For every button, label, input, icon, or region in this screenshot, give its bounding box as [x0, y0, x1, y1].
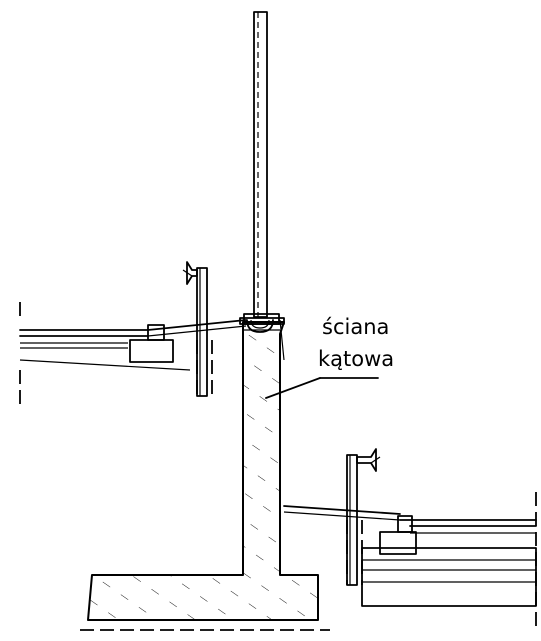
- label-leader: [265, 377, 379, 399]
- upper-handrail-post: [182, 261, 213, 397]
- retaining-wall-section: [87, 321, 319, 621]
- lower-handrail-post: [346, 448, 381, 586]
- label-line-1: ściana: [322, 315, 389, 339]
- lower-deck: [283, 492, 537, 630]
- upper-deck: [19, 302, 247, 405]
- label-line-2: kątowa: [318, 347, 394, 371]
- vertical-post: [243, 11, 280, 333]
